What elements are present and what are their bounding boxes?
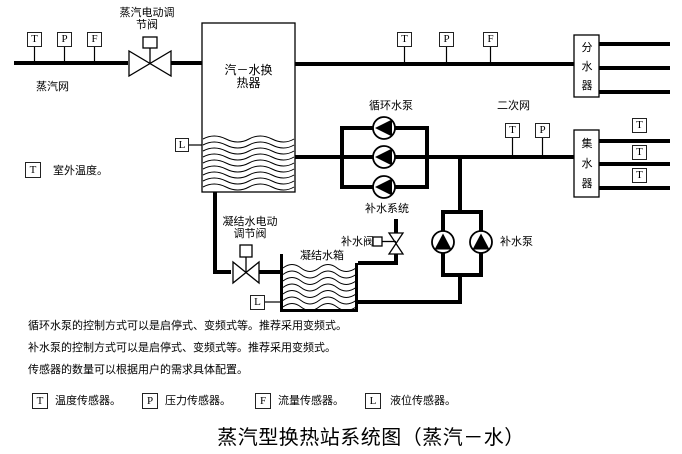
collector-vessel <box>573 129 600 198</box>
pressure-sensor-return: P <box>535 123 550 138</box>
flow-sensor-supply: F <box>483 32 498 47</box>
circulation-pump-group <box>372 116 396 199</box>
legend-flow-label: 流量传感器。 <box>278 395 344 407</box>
heat-exchanger-vessel <box>201 22 296 193</box>
legend-temp-symbol: T <box>32 393 48 409</box>
legend-level-label: 液位传感器。 <box>390 395 456 407</box>
tank-water-waves <box>282 264 357 311</box>
circulation-pump-label: 循环水泵 <box>369 100 413 112</box>
temp-sensor-branch-2: T <box>632 145 647 160</box>
circulation-pump-3 <box>372 175 396 199</box>
collector-label: 集水器 <box>581 138 593 190</box>
steam-valve-label: 蒸汽电动调 节阀 <box>112 7 182 31</box>
makeup-valve-label: 补水阀 <box>341 236 374 248</box>
makeup-water-valve <box>372 232 405 255</box>
sensor-stems <box>33 47 544 303</box>
legend-pressure-symbol: P <box>142 393 158 409</box>
condensate-control-valve <box>232 244 260 285</box>
heat-exchanger-label: 汽－水换 热器 <box>202 64 295 90</box>
circulation-pump-1 <box>372 116 396 140</box>
steam-network-label: 蒸汽网 <box>36 81 69 93</box>
temp-sensor-supply: T <box>397 32 412 47</box>
makeup-tank-pipe <box>357 273 462 304</box>
makeup-supply-lower <box>358 252 398 265</box>
condensate-tank-label: 凝结水箱 <box>300 250 344 262</box>
pipe-lines <box>14 42 670 304</box>
condensate-tank-vessel <box>280 254 358 312</box>
steam-control-valve <box>128 36 172 78</box>
heat-exchanger-label-line1: 汽－水换 <box>224 63 273 77</box>
temp-sensor-branch-1: T <box>632 118 647 133</box>
pressure-sensor-supply: P <box>439 32 454 47</box>
makeup-system-label: 补水系统 <box>365 203 409 215</box>
pressure-sensor-steam: P <box>57 32 72 47</box>
condensate-valve-label-line1: 凝结水电动 <box>222 216 278 228</box>
circulation-pump-2 <box>372 145 396 169</box>
level-sensor-tank: L <box>250 295 265 310</box>
steam-valve-label-line1: 蒸汽电动调 <box>119 7 175 19</box>
makeup-pump-group <box>431 230 493 254</box>
temp-sensor-return: T <box>505 123 520 138</box>
secondary-network-label: 二次网 <box>497 100 530 112</box>
flow-sensor-steam: F <box>87 32 102 47</box>
heat-exchanger-label-line2: 热器 <box>236 76 261 90</box>
legend-pressure-label: 压力传感器。 <box>165 395 231 407</box>
condensate-pipe <box>213 190 231 274</box>
makeup-bottom-header <box>441 252 483 277</box>
level-sensor-exchanger: L <box>175 138 189 152</box>
temp-sensor-steam: T <box>27 32 42 47</box>
legend-level-symbol: L <box>365 393 381 409</box>
makeup-top-header <box>441 210 483 233</box>
note-circulation-pump: 循环水泵的控制方式可以是启停式、变频式等。推荐采用变频式。 <box>28 320 347 332</box>
makeup-pump-2 <box>469 230 493 254</box>
legend-flow-symbol: F <box>255 393 271 409</box>
distributor-vessel <box>573 34 600 98</box>
condensate-valve-label-line2: 调节阀 <box>233 227 267 240</box>
note-makeup-pump: 补水泵的控制方式可以是启停式、变频式等。推荐采用变频式。 <box>28 342 336 354</box>
diagram-title: 蒸汽型换热站系统图（蒸汽－水） <box>217 427 525 449</box>
condensate-valve-label: 凝结水电动 调节阀 <box>218 216 282 240</box>
legend-temp-label: 温度传感器。 <box>55 395 121 407</box>
steam-valve-label-line2: 节阀 <box>136 18 158 31</box>
outdoor-temp-label: 室外温度。 <box>53 165 108 177</box>
outdoor-temp-sensor-key: T <box>25 162 41 178</box>
distributor-label: 分水器 <box>581 42 593 92</box>
note-sensor-count: 传感器的数量可以根据用户的需求具体配置。 <box>28 364 248 376</box>
temp-sensor-branch-3: T <box>632 168 647 183</box>
makeup-pump-1 <box>431 230 455 254</box>
makeup-pump-label: 补水泵 <box>500 236 533 248</box>
